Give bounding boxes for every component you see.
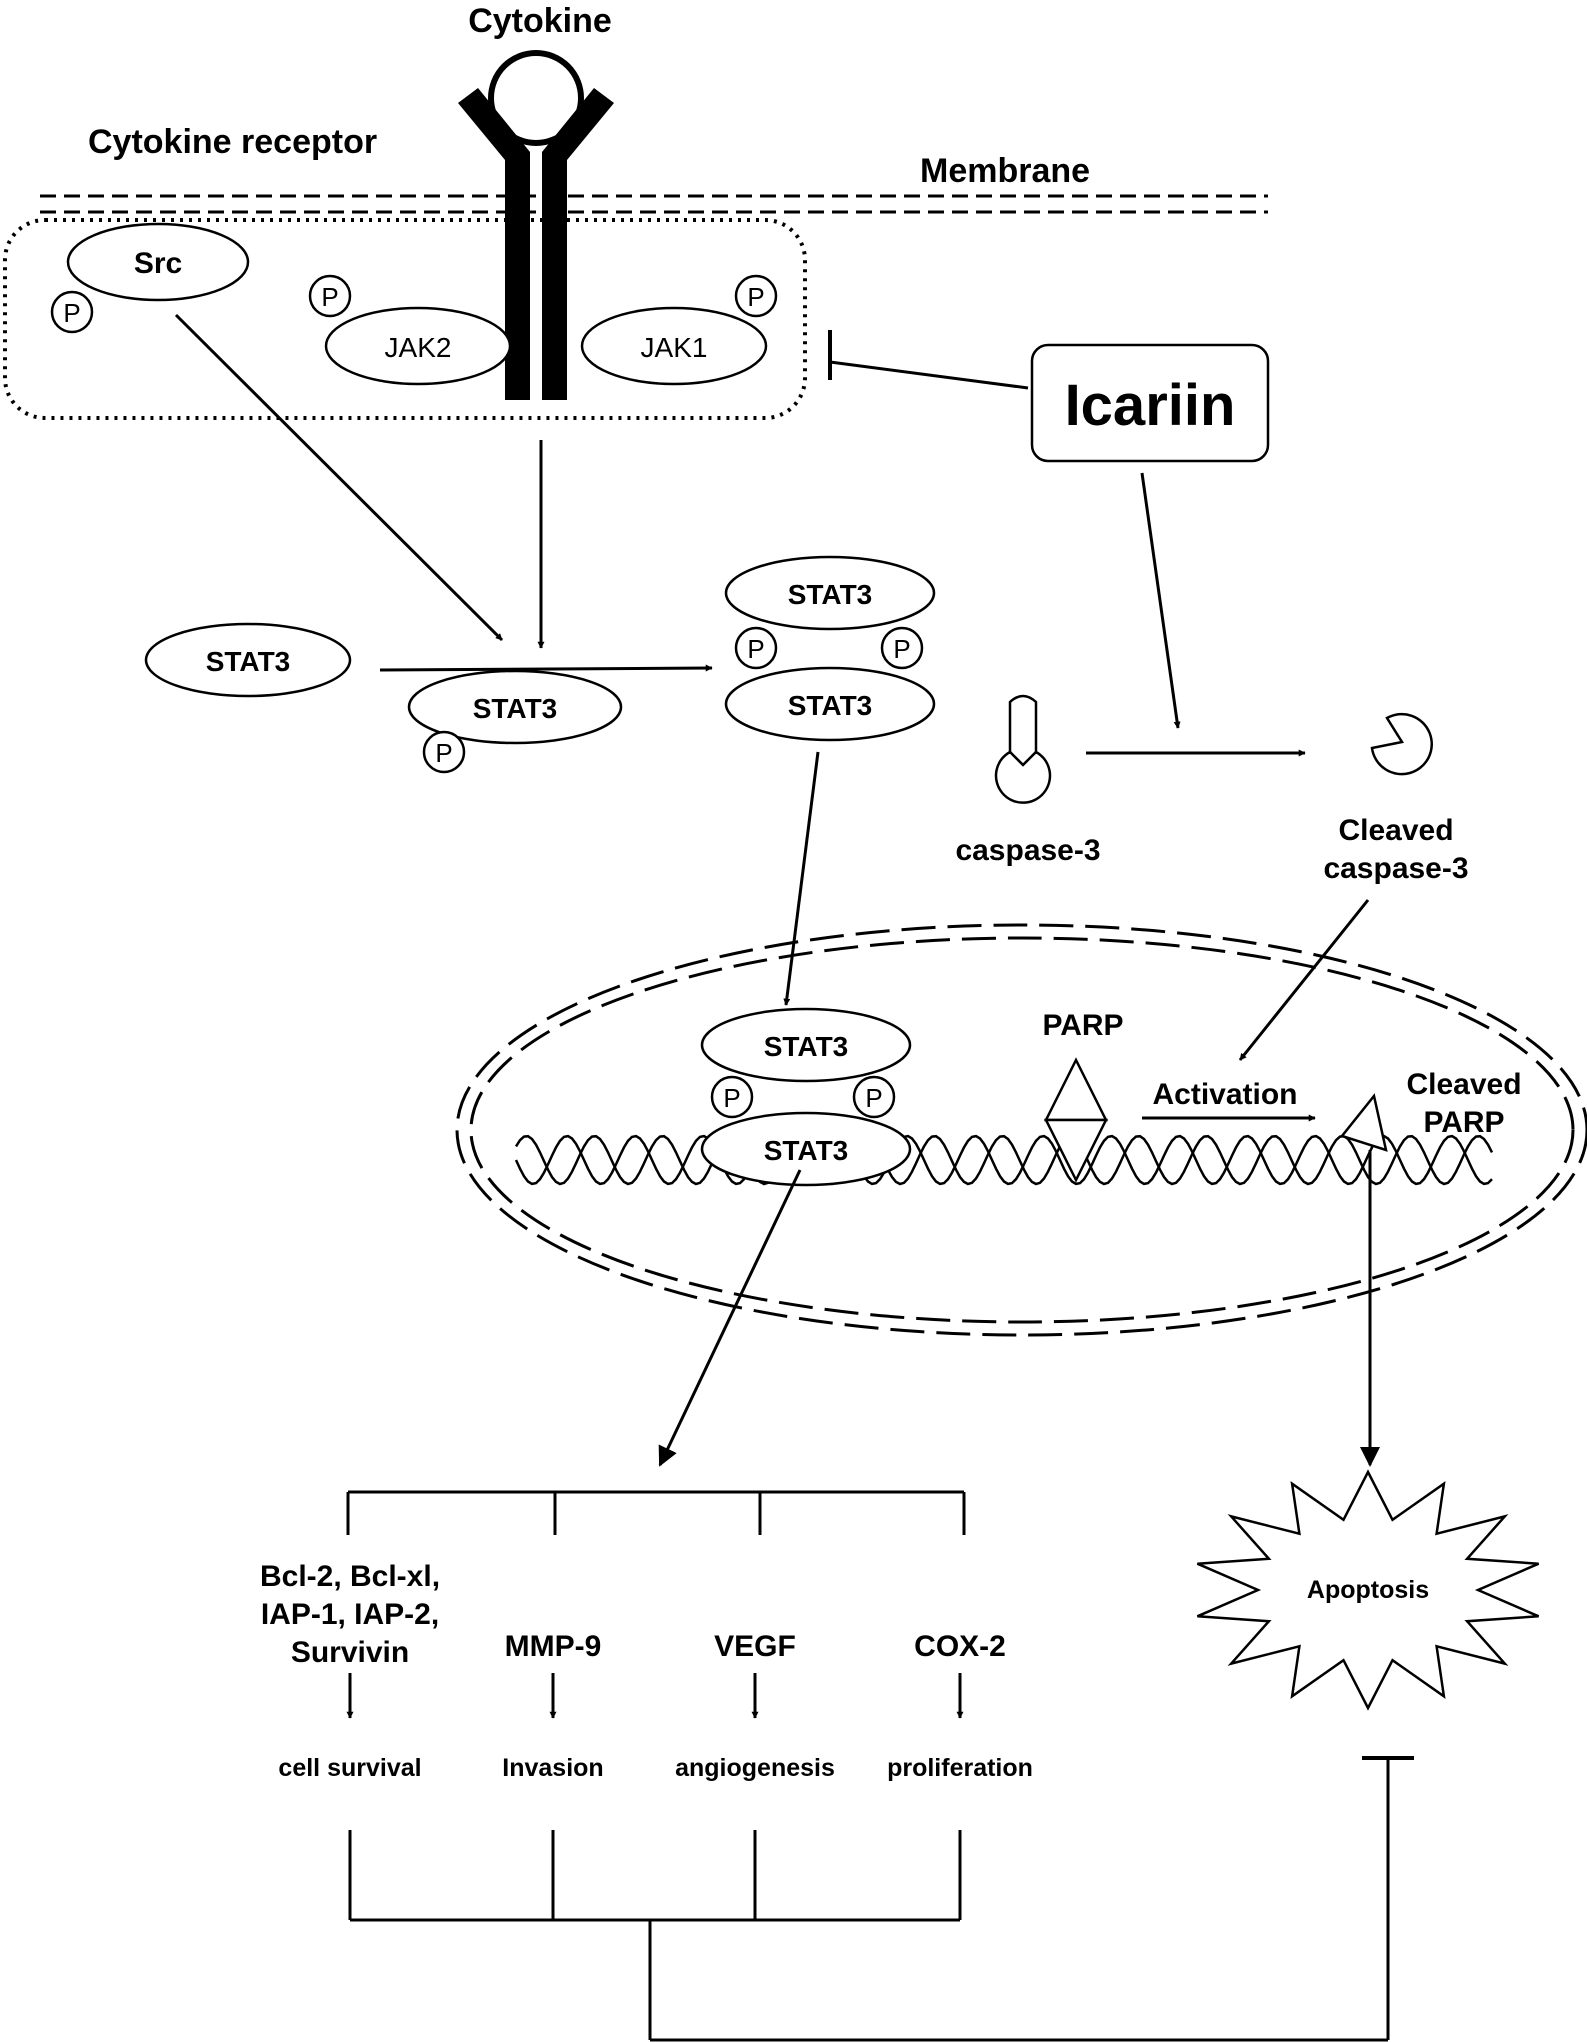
cytokine-ligand bbox=[488, 50, 584, 146]
nuclear-stat3-top-label: STAT3 bbox=[764, 1031, 849, 1062]
phospho-stat3-p bbox=[422, 730, 466, 774]
parp-label: PARP bbox=[1042, 1009, 1123, 1042]
cleaved-caspase-3-label-line2: caspase-3 bbox=[1323, 852, 1468, 885]
caspase-3-label: caspase-3 bbox=[955, 834, 1100, 867]
stat3-dimer-bottom-label: STAT3 bbox=[788, 690, 873, 721]
src-phospho bbox=[50, 290, 94, 334]
nuclear-stat3-p-left-label: P bbox=[723, 1083, 740, 1113]
membrane-label: Membrane bbox=[920, 152, 1090, 190]
phospho-stat3-p-label: P bbox=[435, 738, 452, 768]
nuclear-stat3-top bbox=[700, 1007, 912, 1083]
phospho-stat3-label: STAT3 bbox=[473, 693, 558, 724]
jak2-phospho bbox=[308, 274, 352, 318]
jak1-phospho-label: P bbox=[747, 282, 764, 312]
cell-membrane bbox=[40, 194, 1268, 214]
target-gene-cox2: COX-2 bbox=[914, 1630, 1006, 1663]
jak1-phospho bbox=[734, 274, 778, 318]
stat3-monomer-label: STAT3 bbox=[206, 646, 291, 677]
icariin-box bbox=[1030, 343, 1270, 463]
src-kinase bbox=[66, 222, 250, 302]
arrow-cleaved-caspase-to-parp bbox=[1238, 899, 1370, 1061]
arrow-icariin-to-caspase bbox=[1140, 472, 1181, 729]
effect-cell-survival: cell survival bbox=[278, 1754, 421, 1782]
icariin-inhibits-receptor-complex bbox=[828, 330, 1029, 390]
parp-icon bbox=[1043, 1057, 1109, 1183]
stat3-dimer-bottom bbox=[724, 666, 936, 742]
stat3-monomer bbox=[144, 622, 352, 698]
nuclear-stat3-p-left bbox=[710, 1075, 754, 1119]
target-genes-bracket bbox=[346, 1490, 966, 1535]
src-phospho-label: P bbox=[63, 298, 80, 328]
cleaved-parp-icon bbox=[1339, 1093, 1388, 1152]
jak1-label: JAK1 bbox=[641, 332, 708, 363]
receptor-complex-box bbox=[3, 218, 807, 420]
cleaved-parp-label-line2: PARP bbox=[1423, 1106, 1504, 1139]
target-gene-vegf: VEGF bbox=[714, 1630, 796, 1663]
arrow-stat3-phosphorylation bbox=[379, 664, 713, 672]
cleaved-caspase-3-label-line1: Cleaved bbox=[1338, 814, 1453, 847]
cleaved-caspase-3-icon bbox=[1370, 712, 1433, 776]
src-label: Src bbox=[134, 247, 182, 280]
nuclear-stat3-bottom bbox=[700, 1111, 912, 1187]
dna-double-helix bbox=[514, 1134, 1494, 1186]
caspase-3-icon bbox=[994, 694, 1052, 804]
nuclear-stat3-p-right-label: P bbox=[865, 1083, 882, 1113]
cleaved-parp-label-line1: Cleaved bbox=[1406, 1068, 1521, 1101]
target-genes-survival-line1: Bcl-2, Bcl-xl, bbox=[260, 1560, 440, 1593]
effects-bracket bbox=[348, 1758, 1390, 2042]
stat3-dimer-p-left bbox=[734, 626, 778, 670]
effect-proliferation: proliferation bbox=[887, 1754, 1033, 1782]
apoptosis-label: Apoptosis bbox=[1307, 1576, 1429, 1604]
cytokine-receptor bbox=[458, 88, 614, 400]
cytokine-label: Cytokine bbox=[468, 2, 612, 40]
cytokine-receptor-label: Cytokine receptor bbox=[88, 123, 377, 161]
nuclear-stat3-p-right bbox=[852, 1075, 896, 1119]
arrow-stat3-to-targets bbox=[658, 1169, 802, 1467]
target-gene-mmp9: MMP-9 bbox=[505, 1630, 602, 1663]
activation-label: Activation bbox=[1152, 1078, 1297, 1111]
apoptosis-burst bbox=[1196, 1469, 1540, 1711]
target-genes-survival-line3: Survivin bbox=[291, 1636, 409, 1669]
stat3-dimer-p-right-label: P bbox=[893, 634, 910, 664]
nuclear-stat3-bottom-label: STAT3 bbox=[764, 1135, 849, 1166]
effect-angiogenesis: angiogenesis bbox=[675, 1754, 835, 1782]
stat3-dimer-top-label: STAT3 bbox=[788, 579, 873, 610]
phospho-stat3 bbox=[407, 669, 623, 745]
arrow-src-to-stat3 bbox=[174, 313, 504, 642]
target-genes-survival-line2: IAP-1, IAP-2, bbox=[261, 1598, 439, 1631]
stat3-dimer-p-left-label: P bbox=[747, 634, 764, 664]
effect-invasion: Invasion bbox=[502, 1754, 603, 1782]
jak2-label: JAK2 bbox=[385, 332, 452, 363]
jak2-kinase bbox=[324, 306, 512, 386]
arrow-dimer-to-nucleus bbox=[783, 751, 820, 1006]
jak2-phospho-label: P bbox=[321, 282, 338, 312]
jak1-kinase bbox=[580, 306, 768, 386]
stat3-dimer-top bbox=[724, 555, 936, 631]
stat3-dimer-p-right bbox=[880, 626, 924, 670]
nucleus-envelope bbox=[455, 923, 1587, 1337]
icariin-label: Icariin bbox=[1065, 373, 1236, 438]
